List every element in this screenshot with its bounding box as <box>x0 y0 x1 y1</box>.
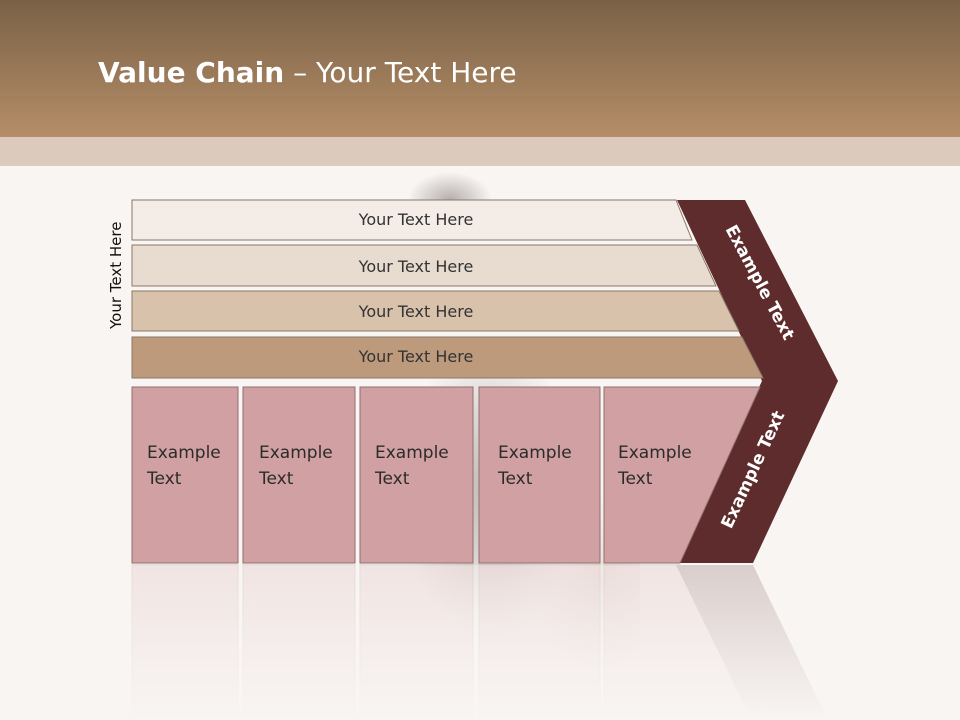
cell-2-line-2: Text <box>258 469 294 489</box>
row-2-shape <box>131 244 717 287</box>
cell-4-line-1: Example <box>498 443 572 463</box>
chevron-arrow <box>676 200 838 563</box>
cell-1 <box>131 386 239 564</box>
cell-1-line-1: Example <box>147 443 221 463</box>
cell-2-line-1: Example <box>259 443 333 463</box>
page-title: Value Chain – Your Text Here <box>98 56 517 89</box>
cell-3-line-2: Text <box>374 469 410 489</box>
cell-5-line-2: Text <box>617 469 653 489</box>
row-3-label: Your Text Here <box>358 302 474 321</box>
cell-3 <box>359 386 474 564</box>
row-4-label: Your Text Here <box>358 347 474 366</box>
cell-5-line-1: Example <box>618 443 692 463</box>
row-3-shape <box>131 290 740 332</box>
cell-3-line-1: Example <box>375 443 449 463</box>
title-bold: Value Chain <box>98 56 285 89</box>
reflection-fade <box>120 565 850 720</box>
cell-2 <box>242 386 356 564</box>
cell-4-line-2: Text <box>497 469 533 489</box>
header-bar <box>0 0 960 137</box>
row-1-label: Your Text Here <box>358 210 474 229</box>
header-band <box>0 137 960 166</box>
row-1-shape <box>131 199 693 241</box>
title-rest: – Your Text Here <box>284 56 517 89</box>
row-4-shape <box>131 336 764 379</box>
cell-1-line-2: Text <box>146 469 182 489</box>
cell-5 <box>603 386 761 564</box>
side-label: Your Text Here <box>107 221 125 329</box>
cell-4 <box>478 386 601 564</box>
row-2-label: Your Text Here <box>358 257 474 276</box>
